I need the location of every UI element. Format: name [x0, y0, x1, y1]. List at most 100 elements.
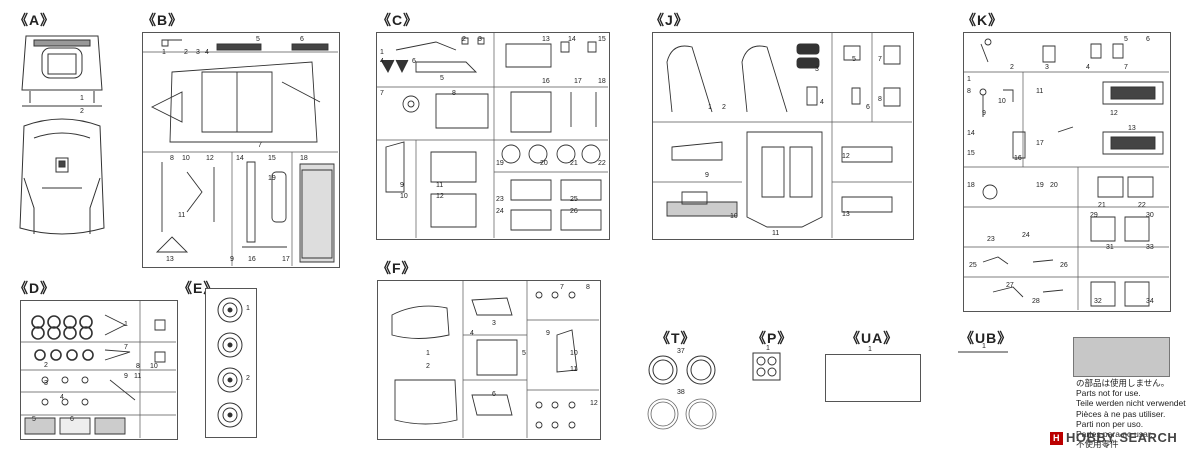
part-number: 13 — [542, 36, 550, 43]
part-number: 1 — [162, 49, 166, 56]
part-number: 16 — [248, 256, 256, 263]
sprue-a-label: 《A》 — [14, 12, 56, 28]
legend-line: 不使用零件 — [1076, 439, 1119, 450]
part-number: 9 — [124, 373, 128, 380]
part-number: 27 — [1006, 282, 1014, 289]
part-number: 15 — [268, 155, 276, 162]
part-number: 9 — [546, 330, 550, 337]
sprue-t-tires — [645, 352, 725, 436]
part-number: 3 — [492, 320, 496, 327]
sprue-ub-label: 《UB》 — [960, 330, 1013, 346]
part-number: 2 — [462, 36, 466, 43]
part-number: 18 — [300, 155, 308, 162]
part-number: 11 — [570, 366, 578, 373]
part-number: 26 — [570, 208, 578, 215]
sprue-j-parts — [652, 32, 912, 238]
part-number: 4 — [820, 99, 824, 106]
part-number: 1 — [380, 49, 384, 56]
part-number: 10 — [730, 213, 738, 220]
part-number: 31 — [1106, 244, 1114, 251]
part-number: 10 — [182, 155, 190, 162]
part-number: 23 — [496, 196, 504, 203]
part-number: 24 — [496, 208, 504, 215]
part-number: 1 — [426, 350, 430, 357]
sprue-f-label: 《F》 — [377, 260, 417, 276]
part-number: 1 — [708, 104, 712, 111]
part-number: 6 — [412, 58, 416, 65]
part-number: 1 — [246, 305, 250, 312]
part-number: 7 — [560, 284, 564, 291]
part-number: 5 — [852, 56, 856, 63]
part-number: 32 — [1094, 298, 1102, 305]
part-number: 8 — [967, 88, 971, 95]
part-number: 26 — [1060, 262, 1068, 269]
part-number: 12 — [436, 193, 444, 200]
part-number: 11 — [1036, 88, 1044, 95]
part-number: 9 — [400, 182, 404, 189]
part-number: 6 — [492, 391, 496, 398]
part-number: 17 — [282, 256, 290, 263]
part-number: 25 — [969, 262, 977, 269]
part-number: 7 — [124, 344, 128, 351]
part-number: 18 — [967, 182, 975, 189]
part-number: 12 — [1110, 110, 1118, 117]
sprue-j-label: 《J》 — [650, 12, 689, 28]
part-number: 3 — [478, 36, 482, 43]
sprue-e-wheels — [205, 288, 255, 436]
part-number: 6 — [866, 104, 870, 111]
part-number: 4 — [205, 49, 209, 56]
sprue-f-parts — [377, 280, 599, 438]
part-number: 3 — [44, 380, 48, 387]
part-number: 8 — [170, 155, 174, 162]
part-number: 11 — [178, 212, 186, 219]
part-number: 7 — [1124, 64, 1128, 71]
part-number: 5 — [256, 36, 260, 43]
part-number: 1 — [124, 321, 128, 328]
part-number: 2 — [246, 375, 250, 382]
sprue-k-frame — [963, 32, 1171, 312]
part-number: 9 — [705, 172, 709, 179]
part-number: 18 — [598, 78, 606, 85]
part-number: 22 — [598, 160, 606, 167]
sprue-ua-sheet — [825, 354, 921, 402]
part-number: 16 — [1014, 155, 1022, 162]
part-number: 30 — [1146, 212, 1154, 219]
part-number: 4 — [380, 58, 384, 65]
part-number: 19 — [496, 160, 504, 167]
part-number: 14 — [967, 130, 975, 137]
part-number: 21 — [570, 160, 578, 167]
sprue-k-parts — [963, 32, 1169, 310]
part-number: 34 — [1146, 298, 1154, 305]
sprue-d-label: 《D》 — [14, 280, 56, 296]
part-number: 17 — [1036, 140, 1044, 147]
part-number: 6 — [300, 36, 304, 43]
part-number: 1 — [982, 343, 986, 350]
part-number: 7 — [258, 142, 262, 149]
part-number: 29 — [1090, 212, 1098, 219]
part-number: 2 — [44, 362, 48, 369]
legend-line: の部品は使用しません。 — [1076, 378, 1170, 388]
part-number: 2 — [722, 104, 726, 111]
part-number: 3 — [1045, 64, 1049, 71]
part-number: 20 — [1050, 182, 1058, 189]
part-number: 6 — [1146, 36, 1150, 43]
unused-parts-legend: の部品は使用しません。 Parts not for use. Teile wer… — [1076, 378, 1186, 449]
part-number: 12 — [590, 400, 598, 407]
part-number: 11 — [436, 182, 444, 189]
part-number: 20 — [540, 160, 548, 167]
part-number: 24 — [1022, 232, 1030, 239]
part-number: 14 — [236, 155, 244, 162]
sprue-p-label: 《P》 — [752, 330, 793, 346]
part-number: 19 — [268, 175, 276, 182]
part-number: 16 — [542, 78, 550, 85]
part-number: 19 — [1036, 182, 1044, 189]
part-number: 17 — [574, 78, 582, 85]
part-number: 6 — [70, 416, 74, 423]
part-number: 2 — [1010, 64, 1014, 71]
part-number: 8 — [878, 96, 882, 103]
legend-line: Parts not for use. — [1076, 388, 1141, 399]
part-number: 13 — [1128, 125, 1136, 132]
sprue-c-label: 《C》 — [377, 12, 419, 28]
part-number: 11 — [772, 230, 780, 237]
part-number: 8 — [136, 363, 140, 370]
